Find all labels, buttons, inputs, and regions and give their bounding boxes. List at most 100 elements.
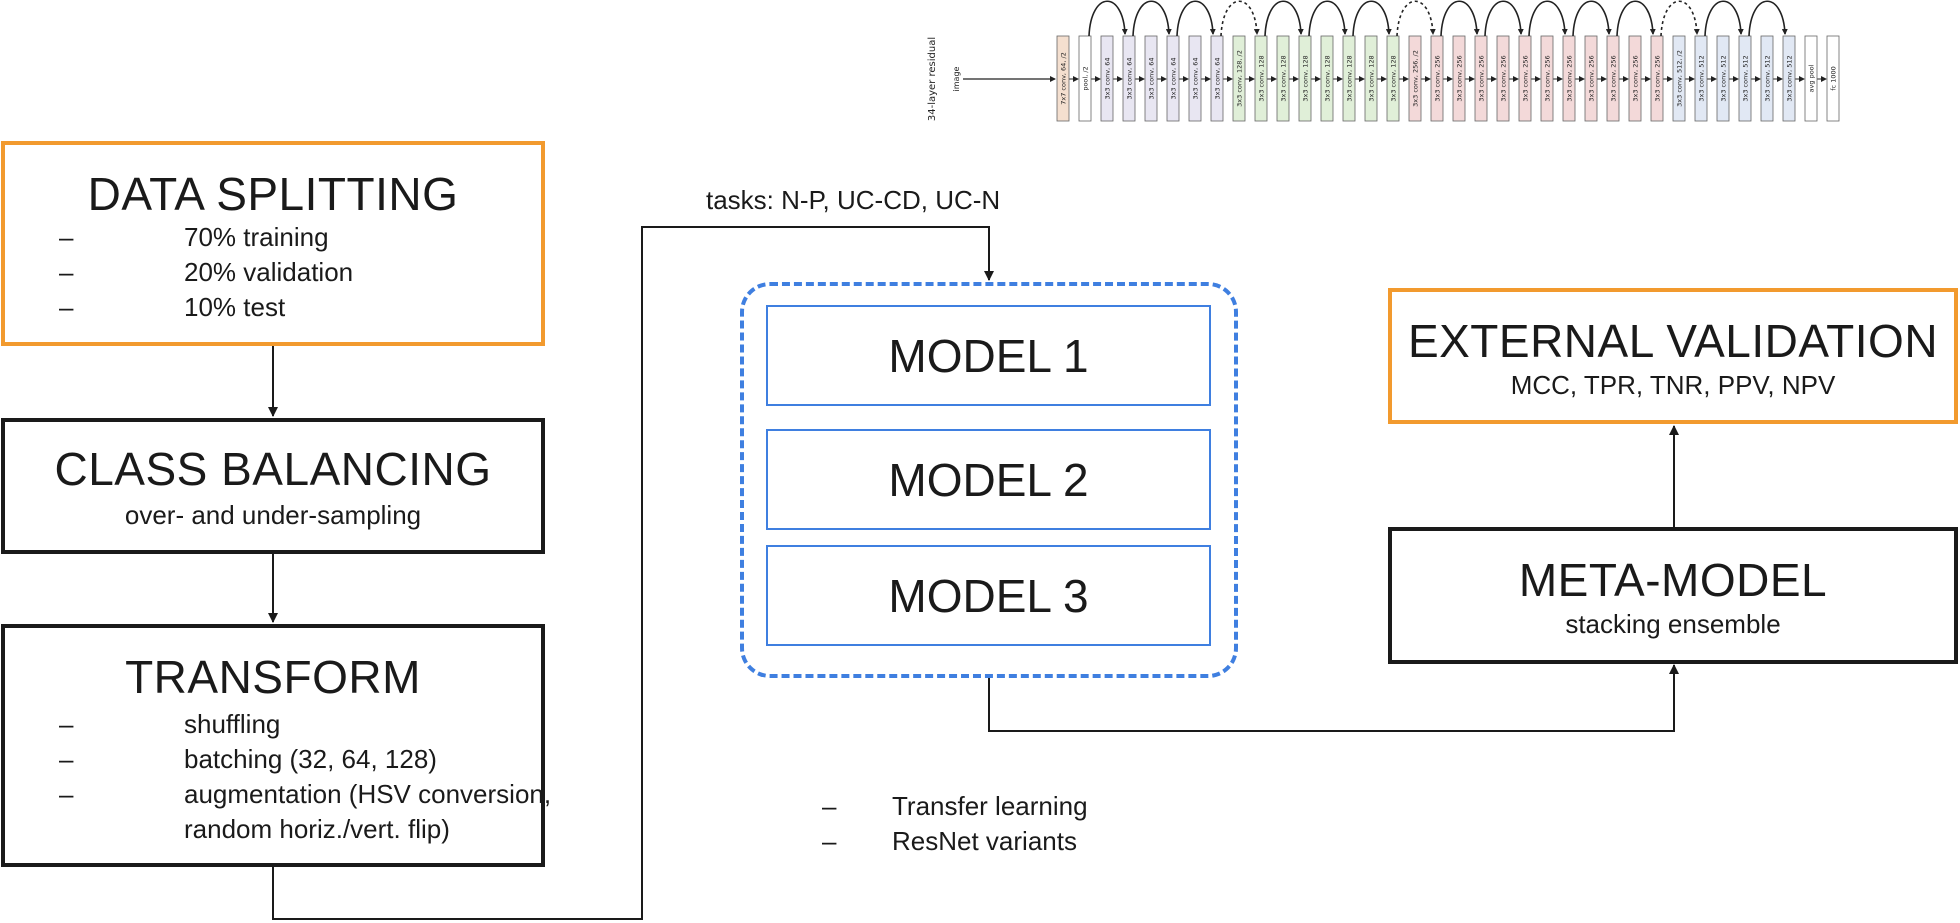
external-validation-box: EXTERNAL VALIDATION MCC, TPR, TNR, PPV, … (1388, 288, 1958, 424)
external-validation-subtitle: MCC, TPR, TNR, PPV, NPV (1510, 370, 1836, 400)
arrow-models-to-meta-model (988, 664, 1679, 732)
list-item: – shuffling (59, 707, 551, 742)
meta-model-box: META-MODEL stacking ensemble (1388, 527, 1958, 664)
resnet-layer-block (1078, 35, 1092, 122)
model-3-label: MODEL 3 (888, 570, 1089, 622)
resnet-layer-block (1826, 35, 1840, 122)
bullet-dash: – (59, 222, 74, 252)
resnet-identity-shortcut (1308, 0, 1348, 37)
resnet-layer-label: 7x7 conv, 64, /2 (1059, 52, 1067, 105)
resnet-layer-block (1738, 35, 1752, 122)
bullet-dash: – (59, 257, 74, 287)
resnet-layer-block (1232, 35, 1246, 122)
list-item-text: 10% test (184, 292, 286, 322)
resnet-layer-block (1276, 35, 1290, 122)
list-item: –Transfer learning (822, 789, 1088, 824)
list-item: – batching (32, 64, 128) (59, 742, 551, 777)
list-item-text: Transfer learning (892, 791, 1088, 821)
resnet-layer-label: 3x3 conv, 128 (1301, 55, 1309, 101)
class-balancing-subtitle: over- and under-sampling (124, 500, 422, 530)
resnet-identity-shortcut (1572, 0, 1612, 37)
resnet-layer-block (1474, 35, 1488, 122)
resnet-identity-shortcut (1088, 0, 1128, 37)
resnet-layer-label: pool, /2 (1081, 66, 1089, 90)
resnet-identity-shortcut (1440, 0, 1480, 37)
resnet-layer-block (1540, 35, 1554, 122)
list-item: –augmentation (HSV conversion, (59, 777, 551, 812)
resnet-layer-block (1166, 35, 1180, 122)
list-item: –10% test (59, 290, 353, 325)
resnet-layer-block (1584, 35, 1598, 122)
resnet-identity-shortcut (1352, 0, 1392, 37)
data-splitting-box: DATA SPLITTING –70% training –20% valida… (1, 141, 545, 346)
resnet-layer-label: 3x3 conv, 512 (1763, 55, 1771, 101)
resnet-layer-block (1760, 35, 1774, 122)
model-1-box: MODEL 1 (766, 305, 1211, 406)
resnet-layer-block (1298, 35, 1312, 122)
model-ensemble-group (740, 282, 1238, 678)
resnet-layer-label: 3x3 conv, 64 (1147, 57, 1155, 99)
resnet-identity-shortcut (1616, 0, 1656, 37)
resnet-layer-block (1606, 35, 1620, 122)
resnet-layer-label: 3x3 conv, 128 (1345, 55, 1353, 101)
resnet-layer-block (1496, 35, 1510, 122)
resnet-layer-label: 3x3 conv, 128 (1389, 55, 1397, 101)
resnet-layer-label: 3x3 conv, 256 (1587, 55, 1595, 101)
bullet-dash: – (59, 744, 74, 774)
meta-model-title: META-MODEL (1518, 554, 1828, 606)
arrow-transform-to-models (272, 226, 994, 920)
resnet-layer-label: 3x3 conv, 256, /2 (1411, 50, 1419, 107)
resnet-identity-shortcut (1484, 0, 1524, 37)
resnet-identity-shortcut (1748, 0, 1788, 37)
resnet-layer-label: 3x3 conv, 512 (1697, 55, 1705, 101)
external-validation-title: EXTERNAL VALIDATION (1407, 315, 1939, 367)
list-item-text: ResNet variants (892, 826, 1077, 856)
resnet-layer-block (1452, 35, 1466, 122)
model-2-label: MODEL 2 (888, 454, 1089, 506)
resnet-layer-block (1782, 35, 1796, 122)
list-item-continuation: random horiz./vert. flip) (59, 812, 551, 847)
bullet-dash: – (59, 709, 74, 739)
resnet-layer-label: 3x3 conv, 128, /2 (1235, 50, 1243, 107)
class-balancing-title: CLASS BALANCING (54, 443, 492, 495)
model-1-label: MODEL 1 (888, 330, 1089, 382)
resnet-layer-label: 3x3 conv, 256 (1477, 55, 1485, 101)
data-splitting-list: –70% training –20% validation –10% test (59, 220, 353, 325)
list-item-text: augmentation (HSV conversion, (184, 779, 552, 809)
resnet-projection-shortcut (1396, 0, 1436, 37)
list-item: –70% training (59, 220, 353, 255)
transform-list: – shuffling – batching (32, 64, 128) –augm… (59, 707, 551, 847)
resnet-layer-label: avg pool (1807, 64, 1815, 92)
resnet-row-label: 34-layer residual (927, 37, 938, 121)
resnet-layer-block (1188, 35, 1202, 122)
resnet-layer-block (1342, 35, 1356, 122)
list-item: –20% validation (59, 255, 353, 290)
transform-title: TRANSFORM (125, 651, 421, 703)
resnet-projection-shortcut (1660, 0, 1700, 37)
resnet-identity-shortcut (1132, 0, 1172, 37)
model-2-box: MODEL 2 (766, 429, 1211, 530)
resnet-layer-block (1650, 35, 1664, 122)
resnet-layer-block (1100, 35, 1114, 122)
resnet-layer-block (1672, 35, 1686, 122)
resnet-layer-label: 3x3 conv, 256 (1609, 55, 1617, 101)
resnet-layer-label: 3x3 conv, 512 (1741, 55, 1749, 101)
resnet-identity-shortcut (1176, 0, 1216, 37)
resnet-layer-label: 3x3 conv, 256 (1499, 55, 1507, 101)
list-item-text: shuffling (184, 709, 281, 739)
resnet-layer-block (1364, 35, 1378, 122)
tasks-label: tasks: N-P, UC-CD, UC-N (706, 185, 1001, 215)
resnet-layer-block (1694, 35, 1708, 122)
list-item-text: random horiz./vert. flip) (184, 814, 450, 844)
resnet-layer-label: 3x3 conv, 128 (1367, 55, 1375, 101)
resnet-layer-label: 3x3 conv, 256 (1543, 55, 1551, 101)
resnet-layer-block (1122, 35, 1136, 122)
resnet-layer-label: 3x3 conv, 512 (1719, 55, 1727, 101)
model-3-box: MODEL 3 (766, 545, 1211, 646)
resnet-layer-label: 3x3 conv, 512, /2 (1675, 50, 1683, 107)
resnet-layer-block (1056, 35, 1070, 122)
meta-model-subtitle: stacking ensemble (1565, 609, 1781, 639)
transform-box: TRANSFORM – shuffling – batching (32, 64, … (1, 624, 551, 867)
resnet-layer-block (1716, 35, 1730, 122)
list-item-text: batching (32, 64, 128) (184, 744, 437, 774)
